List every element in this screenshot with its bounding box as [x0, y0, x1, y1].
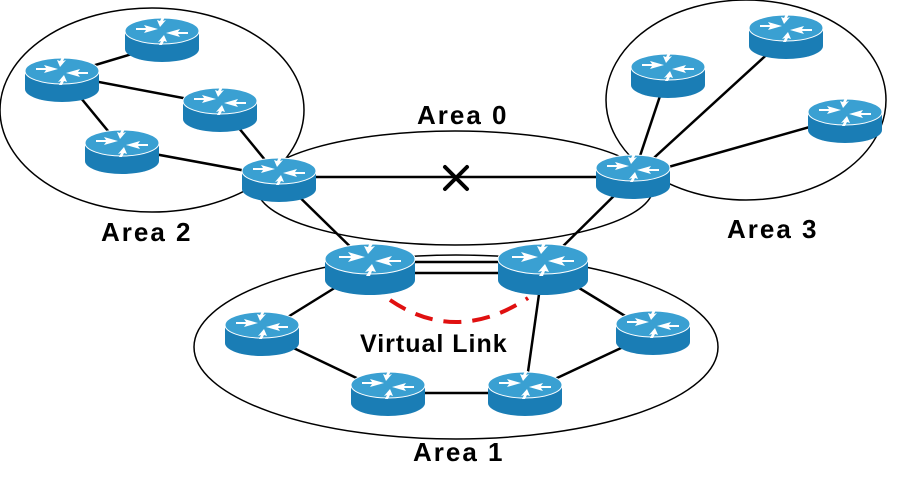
router-icon	[748, 13, 824, 60]
virtual-link-label: Virtual Link	[360, 330, 508, 358]
area-2-boundary	[0, 7, 305, 213]
router-icon	[350, 370, 426, 417]
area-2-label: Area 2	[101, 217, 193, 247]
router-icon	[241, 156, 317, 203]
router-icon	[630, 52, 706, 99]
area-1-label: Area 1	[413, 437, 505, 467]
router-icon	[124, 16, 200, 63]
area-1-boundary	[193, 254, 719, 440]
router-icon	[615, 309, 691, 356]
router-icon	[595, 153, 671, 200]
router-icon	[182, 86, 258, 133]
router-icon	[497, 241, 589, 296]
router-icon	[324, 241, 416, 296]
router-icon	[807, 97, 883, 144]
router-icon	[224, 310, 300, 357]
virtual-link	[388, 296, 530, 324]
router-icon	[84, 128, 160, 175]
area-0-boundary	[256, 130, 654, 246]
x-mark-icon	[443, 165, 469, 191]
area-0-label: Area 0	[417, 100, 509, 130]
router-icon	[487, 370, 563, 417]
area-3-boundary	[605, 0, 887, 201]
area-3-label: Area 3	[727, 214, 819, 244]
router-icon	[24, 56, 100, 103]
